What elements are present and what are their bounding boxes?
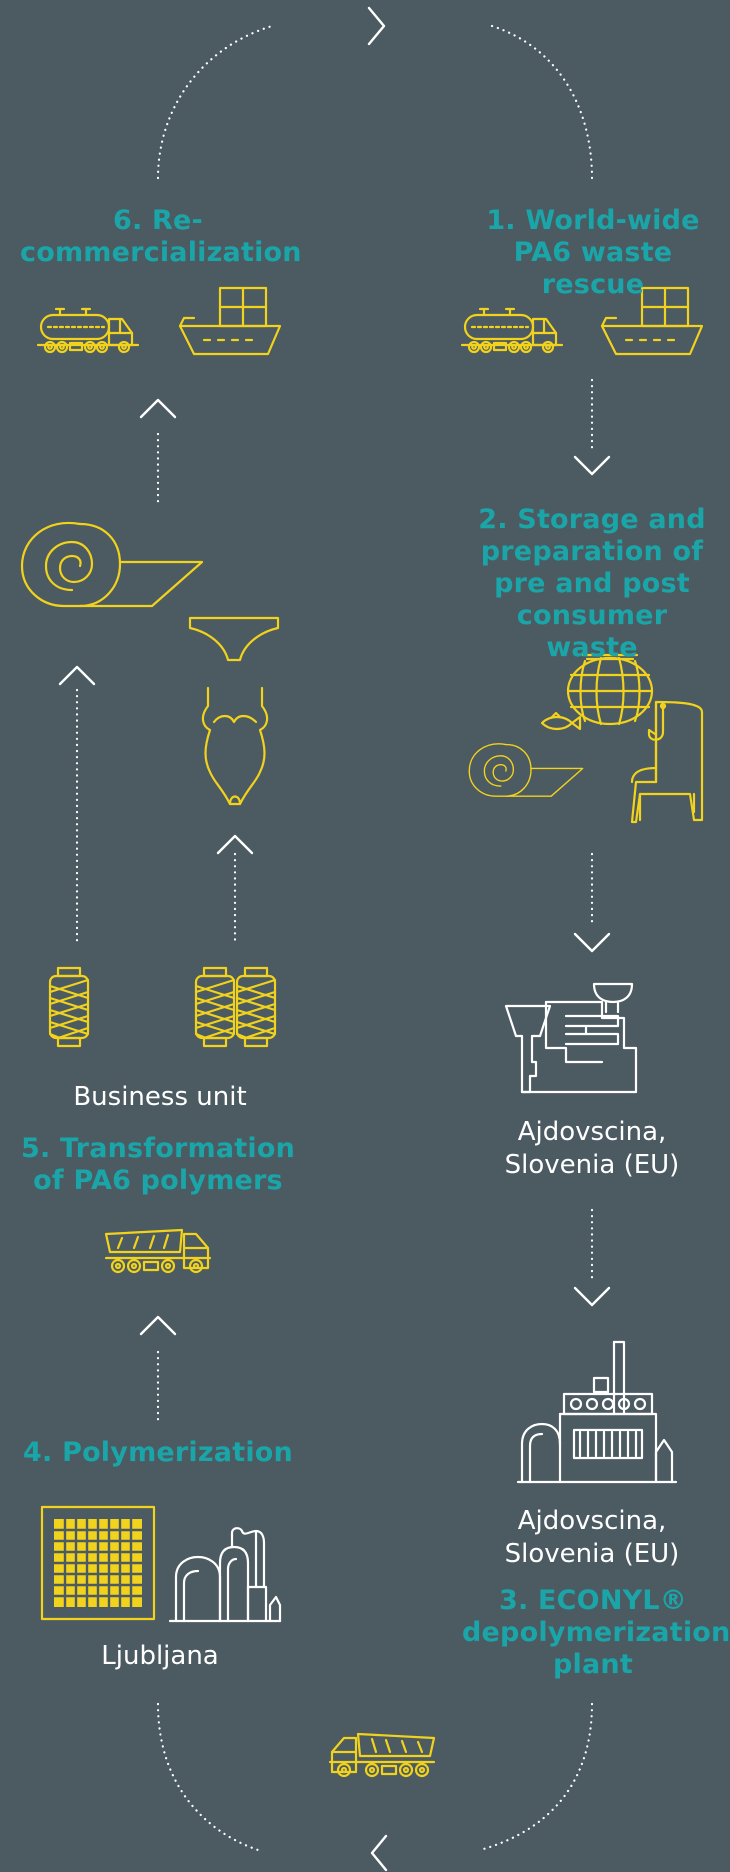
curve-bottom-left xyxy=(156,1702,260,1852)
arrow-up-icon xyxy=(216,834,254,855)
arrow-down-icon xyxy=(573,1286,611,1307)
arrow-down-icon xyxy=(573,455,611,476)
arrow-up-icon xyxy=(139,398,177,419)
step-5-label: 5. Transformation of PA6 polymers xyxy=(20,1133,296,1196)
briefs-icon xyxy=(188,616,280,662)
yarn-spool-icon xyxy=(48,966,90,1048)
yarn-spool-icon xyxy=(235,966,277,1048)
curve-top-right xyxy=(490,24,594,180)
curve-bottom-right xyxy=(478,1702,594,1852)
fish-icon xyxy=(540,711,582,731)
tanker-truck-icon xyxy=(460,307,564,354)
step-4-label: 4. Polymerization xyxy=(23,1437,293,1468)
arrow-up-icon xyxy=(58,665,96,686)
cargo-ship-icon xyxy=(178,286,282,356)
dump-truck-icon xyxy=(104,1228,212,1274)
polymer-plant-icon xyxy=(168,1527,282,1623)
sorting-plant-icon xyxy=(504,982,638,1094)
chair-icon xyxy=(630,700,704,824)
polymer-grid-icon xyxy=(40,1505,156,1621)
arrow-up-icon xyxy=(139,1315,177,1336)
business-unit-caption: Business unit xyxy=(73,1082,247,1112)
ljubljana-caption: Ljubljana xyxy=(101,1641,219,1671)
arrow-left-icon xyxy=(370,1834,388,1872)
location-b-caption: Ajdovscina, Slovenia (EU) xyxy=(504,1506,680,1569)
depolymerization-plant-icon xyxy=(516,1340,678,1484)
yarn-spool-icon xyxy=(194,966,236,1048)
location-a-caption: Ajdovscina, Slovenia (EU) xyxy=(504,1117,680,1180)
swimsuit-icon xyxy=(201,686,269,806)
fishing-net-icon xyxy=(566,653,654,726)
curve-top-left xyxy=(156,24,274,180)
tanker-truck-icon xyxy=(36,307,140,354)
carpet-roll-icon xyxy=(20,521,204,608)
carpet-roll-icon xyxy=(468,743,584,797)
arrow-down-icon xyxy=(573,932,611,953)
step-1-label: 1. World-wide PA6 waste rescue xyxy=(486,205,700,300)
step-3-label: 3. ECONYL® depolymerization plant xyxy=(462,1585,730,1680)
arrow-right-icon xyxy=(367,6,386,46)
hook-icon xyxy=(647,702,667,741)
step-6-label: 6. Re-commercialization xyxy=(20,205,302,268)
dump-truck-icon xyxy=(328,1732,436,1778)
step-2-label: 2. Storage and preparation of pre and po… xyxy=(478,504,706,663)
